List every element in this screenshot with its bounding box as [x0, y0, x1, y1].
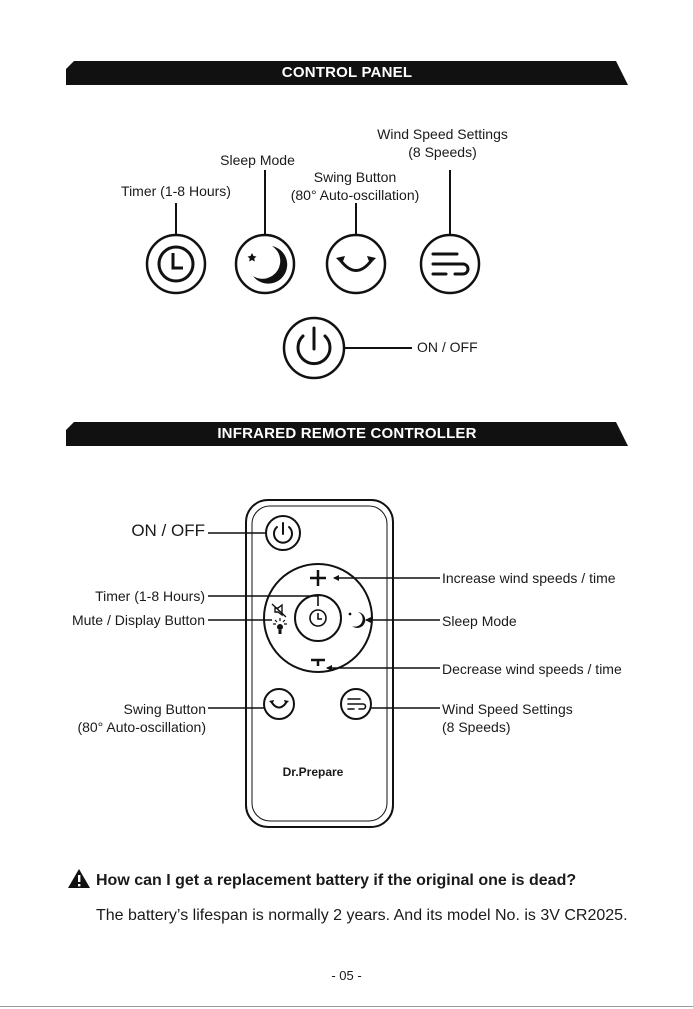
remote-wind-speed-button[interactable]	[340, 688, 372, 720]
remote-timer-label: Timer (1-8 Hours)	[95, 588, 205, 604]
remote-wind-label: Wind Speed Settings (8 Speeds)	[442, 701, 573, 735]
control-panel-title: CONTROL PANEL	[281, 64, 413, 81]
swing-icon	[336, 256, 376, 272]
remote-plus-button[interactable]	[310, 570, 326, 586]
remote-controller	[245, 499, 394, 828]
timer-button[interactable]	[145, 233, 207, 295]
remote-controller-header: INFRARED REMOTE CONTROLLER	[66, 422, 628, 446]
wind-speed-button[interactable]	[419, 233, 481, 295]
swing-icon	[269, 700, 289, 709]
page-number: - 05 -	[331, 968, 362, 983]
wind-icon	[347, 698, 367, 710]
remote-on-off-label: ON / OFF	[131, 521, 205, 540]
wind-icon	[431, 252, 470, 276]
swing-button-label: Swing Button (80° Auto-oscillation)	[290, 169, 420, 203]
brand-logo: Dr.Prepare	[282, 765, 344, 779]
timer-label: Timer (1-8 Hours)	[121, 183, 231, 199]
remote-sleep-label: Sleep Mode	[442, 613, 517, 629]
moon-icon	[247, 246, 288, 284]
remote-sleep-button[interactable]	[348, 612, 366, 628]
remote-mute-label: Mute / Display Button	[71, 612, 205, 628]
warning-icon	[68, 869, 90, 888]
remote-dial	[263, 563, 373, 673]
power-icon	[296, 326, 332, 366]
wind-speed-label: Wind Speed Settings (8 Speeds)	[377, 126, 508, 160]
remote-timer-button[interactable]	[309, 609, 327, 627]
clock-icon	[309, 609, 327, 627]
swing-button[interactable]	[325, 233, 387, 295]
remote-mute-display-button[interactable]	[271, 603, 287, 634]
mute-icon	[271, 603, 287, 618]
control-panel-header: CONTROL PANEL	[66, 61, 628, 85]
sleep-mode-label: Sleep Mode	[220, 152, 295, 168]
faq-answer: The battery’s lifespan is normally 2 yea…	[96, 907, 628, 924]
power-label: ON / OFF	[417, 339, 478, 355]
clock-icon	[157, 245, 195, 283]
power-button[interactable]	[282, 316, 346, 380]
remote-swing-button[interactable]	[263, 688, 295, 720]
moon-icon	[348, 612, 366, 628]
faq-question: How can I get a replacement battery if t…	[96, 872, 577, 889]
remote-decrease-label: Decrease wind speeds / time	[442, 661, 622, 677]
footer-divider	[0, 1006, 693, 1007]
remote-controller-title: INFRARED REMOTE CONTROLLER	[217, 425, 477, 442]
remote-swing-label: Swing Button (80° Auto-oscillation)	[77, 701, 206, 735]
remote-minus-button[interactable]	[311, 658, 325, 666]
sleep-mode-button[interactable]	[234, 233, 296, 295]
remote-power-button[interactable]	[265, 515, 301, 551]
remote-increase-label: Increase wind speeds / time	[442, 570, 616, 586]
power-icon	[273, 522, 293, 544]
lightbulb-icon	[273, 618, 287, 634]
